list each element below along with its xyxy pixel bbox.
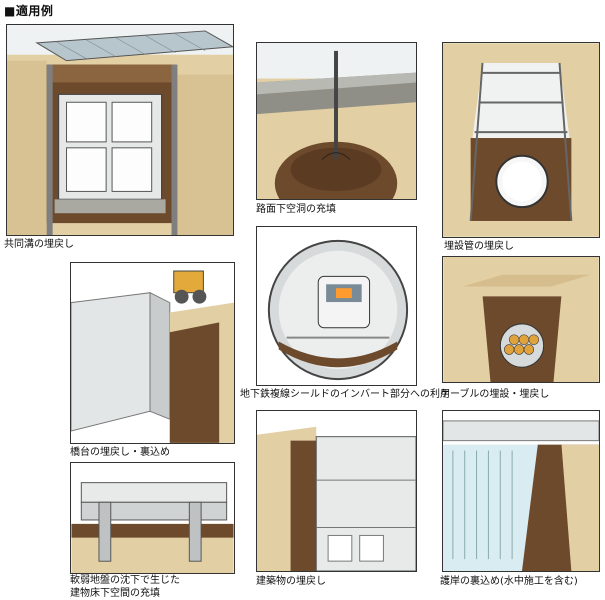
- panel-revetment: [442, 410, 600, 572]
- caption-bridge-abutment: 橋台の埋戻し・裏込め: [70, 447, 170, 458]
- cable-illustration: [443, 257, 599, 382]
- caption-soft-ground-line1: 軟弱地盤の沈下で生じた: [70, 575, 180, 586]
- caption-soft-ground-line2: 建物床下空間の充填: [70, 588, 160, 599]
- bridge-abutment-illustration: [71, 263, 234, 443]
- caption-road-cavity: 路面下空洞の充填: [256, 204, 336, 215]
- panel-building: [256, 410, 417, 572]
- caption-building: 建築物の埋戻し: [256, 576, 326, 587]
- caption-revetment: 護岸の裏込め(水中施工を含む): [440, 576, 578, 587]
- panel-buried-pipe: [442, 42, 600, 238]
- panel-road-cavity: [256, 42, 417, 200]
- utility-tunnel-illustration: [7, 25, 233, 235]
- panel-utility-tunnel: [6, 24, 234, 236]
- caption-subway-invert: 地下鉄複線シールドのインバート部分への利用: [240, 389, 450, 400]
- caption-utility-tunnel: 共同溝の埋戻し: [4, 239, 74, 250]
- page-title: ■適用例: [4, 4, 54, 18]
- caption-cable: ケーブルの埋設・埋戻し: [440, 389, 550, 400]
- road-cavity-illustration: [257, 43, 416, 199]
- building-illustration: [257, 411, 416, 571]
- subway-invert-illustration: [257, 227, 416, 385]
- buried-pipe-illustration: [443, 43, 599, 237]
- soft-ground-illustration: [71, 463, 234, 573]
- caption-buried-pipe: 埋設管の埋戻し: [444, 241, 514, 252]
- panel-soft-ground: [70, 462, 235, 574]
- panel-bridge-abutment: [70, 262, 235, 444]
- panel-cable: [442, 256, 600, 383]
- panel-subway-invert: [256, 226, 417, 386]
- revetment-illustration: [443, 411, 599, 571]
